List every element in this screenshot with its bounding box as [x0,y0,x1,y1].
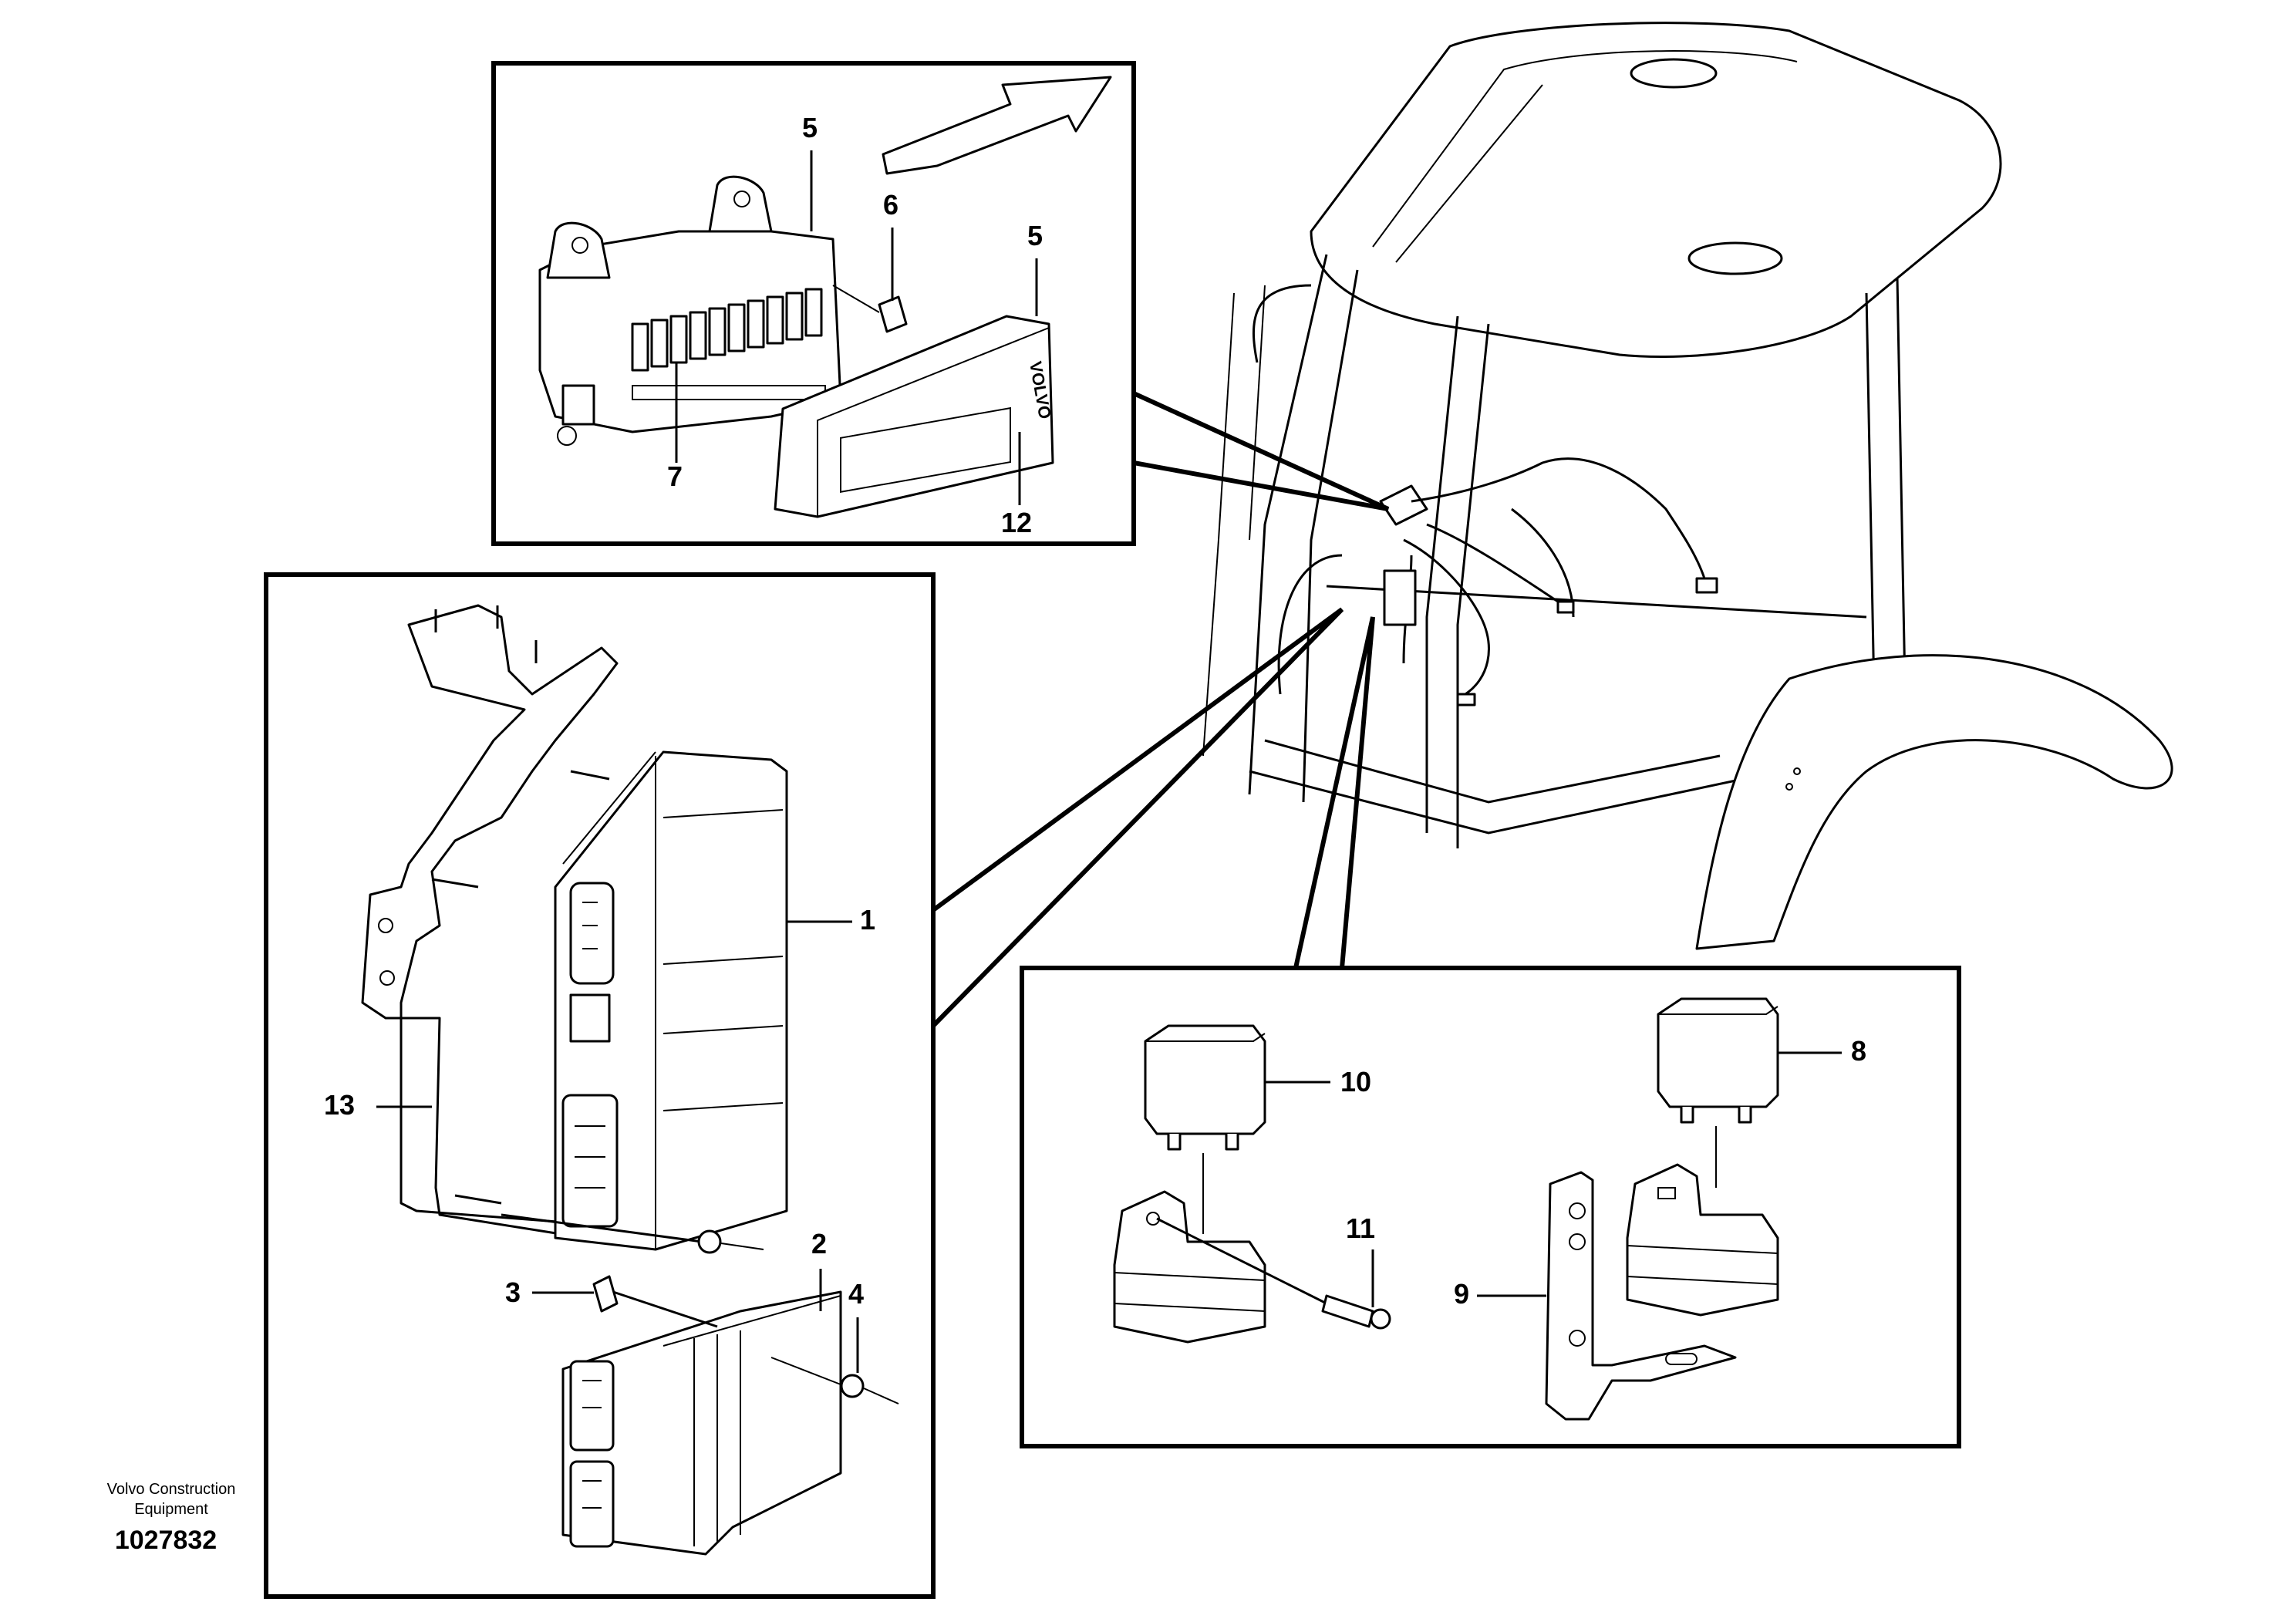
callout-6: 6 [883,189,899,221]
callout-4: 4 [848,1278,864,1310]
detail-box-fuse-panel: VOLVO 5 6 5 7 12 [491,61,1136,546]
credit-line-1: Volvo Construction [107,1481,236,1498]
callout-9: 9 [1454,1278,1469,1310]
relay-bracket [1545,1171,1737,1421]
leader-lines [931,391,1390,1028]
cab-illustration [1202,22,2173,950]
direction-arrow-icon [882,76,1112,175]
callout-8: 8 [1851,1035,1866,1067]
drawing-number: 1027832 [115,1526,217,1555]
relay-socket-2 [1626,1163,1779,1317]
fuse-box-cover: VOLVO [774,315,1055,518]
callout-1: 1 [860,904,875,936]
callout-5-fuse-holder: 5 [802,112,818,143]
callout-3: 3 [505,1276,521,1308]
detail-box-relays: 10 11 8 9 [1020,966,1961,1448]
callout-10: 10 [1340,1066,1371,1098]
fuse-slots [631,288,826,400]
relay-socket [1113,1190,1266,1344]
wiring-harness [1379,457,1718,706]
callout-5-cover: 5 [1027,220,1043,251]
publisher-credit: Volvo Construction Equipment 1027832 [107,1481,236,1555]
relay-10 [1144,1024,1266,1151]
callout-11: 11 [1346,1212,1375,1244]
callout-7: 7 [667,460,683,492]
relay-8 [1657,997,1779,1124]
callout-12: 12 [1001,507,1032,538]
detail-box-control-units: 1 13 2 3 4 [264,572,936,1599]
callout-13: 13 [324,1089,355,1121]
callout-2: 2 [811,1228,827,1259]
credit-line-2: Equipment [134,1501,208,1518]
mounting-bracket [361,604,649,1243]
